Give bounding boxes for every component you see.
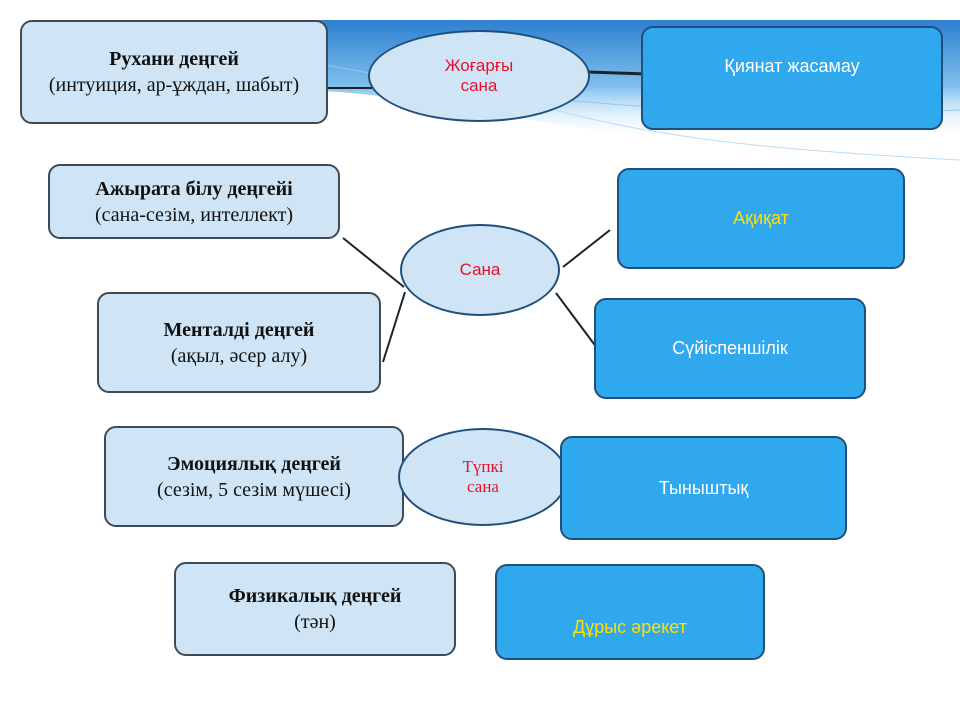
level-description: (сана-сезім, интеллект) bbox=[95, 203, 293, 226]
value-box-love: Сүйіспеншілік bbox=[594, 298, 866, 399]
value-box-right-action: Дұрыс әрекет bbox=[495, 564, 765, 660]
oval-label: Түпкі bbox=[462, 456, 504, 476]
connector-line bbox=[562, 229, 611, 268]
value-box-truth: Ақиқат bbox=[617, 168, 905, 269]
connector-line bbox=[587, 70, 647, 76]
oval-label: Жоғарғы bbox=[444, 55, 514, 75]
value-box-non-violence: Қиянат жасамау bbox=[641, 26, 943, 130]
level-title: Рухани деңгей bbox=[109, 48, 239, 70]
value-box-peace: Тыныштық bbox=[560, 436, 847, 540]
header-wave-line bbox=[519, 99, 960, 161]
level-box-discernment: Ажырата білу деңгейі (сана-сезім, интелл… bbox=[48, 164, 340, 239]
level-box-mental: Менталді деңгей (ақыл, әсер алу) bbox=[97, 292, 381, 393]
level-title: Эмоциялық деңгей bbox=[167, 452, 341, 475]
value-label: Тыныштық bbox=[658, 477, 749, 498]
level-box-emotional: Эмоциялық деңгей (сезім, 5 сезім мүшесі) bbox=[104, 426, 404, 527]
level-title: Физикалық деңгей bbox=[228, 585, 402, 607]
value-label: Дұрыс әрекет bbox=[573, 617, 687, 637]
oval-consciousness: Сана bbox=[400, 224, 560, 316]
oval-label: сана bbox=[460, 76, 498, 95]
connector-line bbox=[382, 291, 406, 363]
value-label: Сүйіспеншілік bbox=[672, 338, 788, 358]
level-description: (интуиция, ар-ұждан, шабыт) bbox=[48, 74, 300, 96]
value-label: Қиянат жасамау bbox=[724, 56, 860, 76]
connector-line bbox=[342, 237, 405, 288]
level-description: (сезім, 5 сезім мүшесі) bbox=[157, 478, 351, 501]
oval-label: сана bbox=[467, 477, 499, 496]
oval-subconsciousness: Түпкі сана bbox=[398, 428, 568, 526]
level-description: (тән) bbox=[294, 611, 336, 633]
level-description: (ақыл, әсер алу) bbox=[170, 344, 308, 367]
oval-higher-consciousness: Жоғарғы сана bbox=[368, 30, 590, 122]
level-title: Менталді деңгей bbox=[163, 318, 315, 341]
value-label: Ақиқат bbox=[733, 208, 789, 228]
level-title: Ажырата білу деңгейі bbox=[95, 177, 293, 200]
level-box-physical: Физикалық деңгей (тән) bbox=[174, 562, 456, 656]
level-box-spiritual: Рухани деңгей (интуиция, ар-ұждан, шабыт… bbox=[20, 20, 328, 124]
oval-label: Сана bbox=[459, 259, 501, 279]
connector-line bbox=[555, 292, 598, 349]
